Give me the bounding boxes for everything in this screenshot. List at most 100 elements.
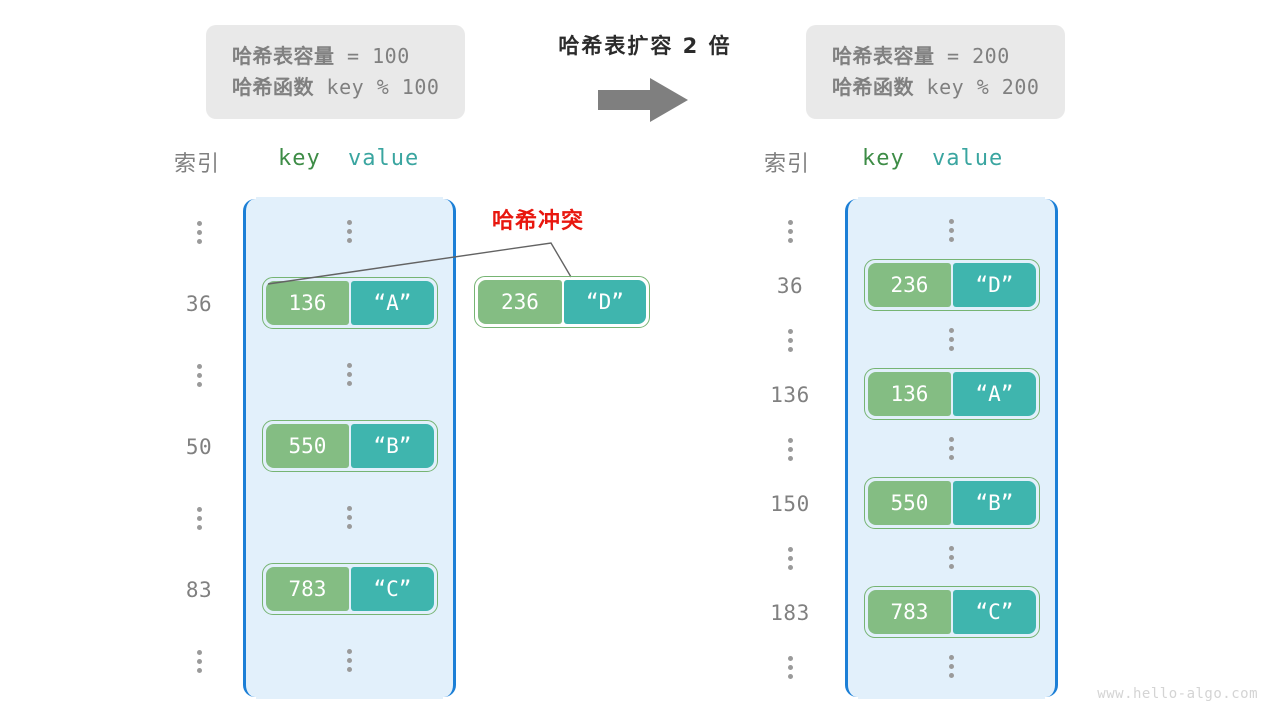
info-box-after: 哈希表容量 = 200 哈希函数 key % 200 [806, 25, 1066, 119]
value-cell: “D” [953, 262, 1036, 307]
bucket-row-ellipsis [848, 202, 1055, 258]
key-value-pair: 783“C” [863, 585, 1040, 638]
index-label: 83 [185, 577, 213, 602]
key-header-before: key [278, 146, 321, 171]
bucket-row-ellipsis [246, 489, 453, 545]
watermark: www.hello-algo.com [1097, 686, 1258, 702]
vertical-ellipsis-icon [949, 654, 954, 678]
key-cell: 550 [265, 423, 350, 468]
info-box-before: 哈希表容量 = 100 哈希函数 key % 100 [206, 25, 466, 119]
key-header-after: key [862, 146, 905, 171]
vertical-ellipsis-icon [196, 363, 202, 387]
value-cell: “D” [563, 280, 646, 324]
bucket-row: 236“D” [848, 257, 1055, 313]
bucket-row: 783“C” [246, 561, 453, 617]
bucket-row: 136“A” [848, 366, 1055, 422]
key-value-pair: 783“C” [261, 562, 438, 615]
value-header-after: value [932, 146, 1004, 171]
value-cell: “C” [953, 589, 1036, 634]
bucket-row: 783“C” [848, 584, 1055, 640]
vertical-ellipsis-icon [347, 648, 352, 672]
vertical-ellipsis-icon [347, 505, 352, 529]
vertical-ellipsis-icon [949, 218, 954, 242]
index-ellipsis [164, 633, 234, 689]
vertical-ellipsis-icon [787, 219, 793, 243]
value-header-before: value [348, 146, 420, 171]
index-label: 36 [185, 291, 213, 316]
index-ellipsis [164, 204, 234, 260]
key-cell: 136 [867, 371, 952, 416]
function-line-after: 哈希函数 key % 200 [832, 72, 1039, 103]
value-cell: “C” [351, 566, 434, 611]
bucket-row-ellipsis [848, 638, 1055, 694]
vertical-ellipsis-icon [196, 506, 202, 530]
function-label-after: 哈希函数 [832, 75, 914, 99]
index-header-after: 索引 [764, 152, 811, 177]
capacity-line-before: 哈希表容量 = 100 [232, 41, 439, 72]
function-line-before: 哈希函数 key % 100 [232, 72, 439, 103]
vertical-ellipsis-icon [949, 545, 954, 569]
index-ellipsis [164, 347, 234, 403]
vertical-ellipsis-icon [787, 437, 793, 461]
index-label: 50 [185, 434, 213, 459]
key-value-pair: 236 “D” [474, 276, 650, 328]
bucket-array-after: 236“D” 136“A” 550“B” 783“C” [845, 197, 1058, 699]
function-value-before: key % 100 [314, 75, 440, 99]
vertical-ellipsis-icon [196, 649, 202, 673]
vertical-ellipsis-icon [787, 655, 793, 679]
bucket-row-ellipsis [246, 203, 453, 259]
bucket-array-before: 136“A” 550“B” 783“C” [243, 197, 456, 699]
bucket-row-ellipsis [848, 529, 1055, 585]
index-label: 136 [770, 382, 810, 407]
key-value-pair: 550“B” [863, 476, 1040, 529]
index-header-before: 索引 [174, 152, 221, 177]
bucket-row: 136“A” [246, 275, 453, 331]
capacity-label-before: 哈希表容量 [232, 44, 335, 68]
vertical-ellipsis-icon [347, 362, 352, 386]
function-value-after: key % 200 [914, 75, 1040, 99]
vertical-ellipsis-icon [787, 328, 793, 352]
capacity-label-after: 哈希表容量 [832, 44, 935, 68]
index-ellipsis [755, 530, 825, 586]
index-label: 183 [770, 600, 810, 625]
index-ellipsis [755, 639, 825, 695]
vertical-ellipsis-icon [347, 219, 352, 243]
value-cell: “A” [953, 371, 1036, 416]
vertical-ellipsis-icon [949, 436, 954, 460]
bucket-row-ellipsis [848, 420, 1055, 476]
colliding-entry: 236 “D” [474, 276, 650, 328]
value-cell: “A” [351, 280, 434, 325]
bucket-row: 550“B” [246, 418, 453, 474]
vertical-ellipsis-icon [949, 327, 954, 351]
index-label: 150 [770, 491, 810, 516]
value-cell: “B” [351, 423, 434, 468]
key-value-pair: 136“A” [261, 276, 438, 329]
key-cell: 236 [478, 280, 562, 324]
index-ellipsis [164, 490, 234, 546]
index-label: 36 [776, 273, 804, 298]
capacity-value-before: = 100 [334, 44, 410, 68]
value-cell: “B” [953, 480, 1036, 525]
capacity-value-after: = 200 [934, 44, 1010, 68]
bucket-row-ellipsis [246, 346, 453, 402]
key-cell: 783 [867, 589, 952, 634]
key-cell: 236 [867, 262, 952, 307]
key-value-pair: 136“A” [863, 367, 1040, 420]
key-cell: 136 [265, 280, 350, 325]
index-ellipsis [755, 203, 825, 259]
right-arrow-icon [598, 78, 688, 122]
index-ellipsis [755, 421, 825, 477]
index-ellipsis [755, 312, 825, 368]
bucket-row: 550“B” [848, 475, 1055, 531]
bucket-row-ellipsis [848, 311, 1055, 367]
bucket-row-ellipsis [246, 632, 453, 688]
function-label-before: 哈希函数 [232, 75, 314, 99]
index-column-before: 36 50 83 [164, 200, 234, 700]
key-value-pair: 236“D” [863, 258, 1040, 311]
index-column-after: 36 136 150 183 [755, 200, 825, 700]
capacity-line-after: 哈希表容量 = 200 [832, 41, 1039, 72]
resize-caption: 哈希表扩容 2 倍 [558, 34, 732, 58]
key-cell: 550 [867, 480, 952, 525]
key-value-pair: 550“B” [261, 419, 438, 472]
